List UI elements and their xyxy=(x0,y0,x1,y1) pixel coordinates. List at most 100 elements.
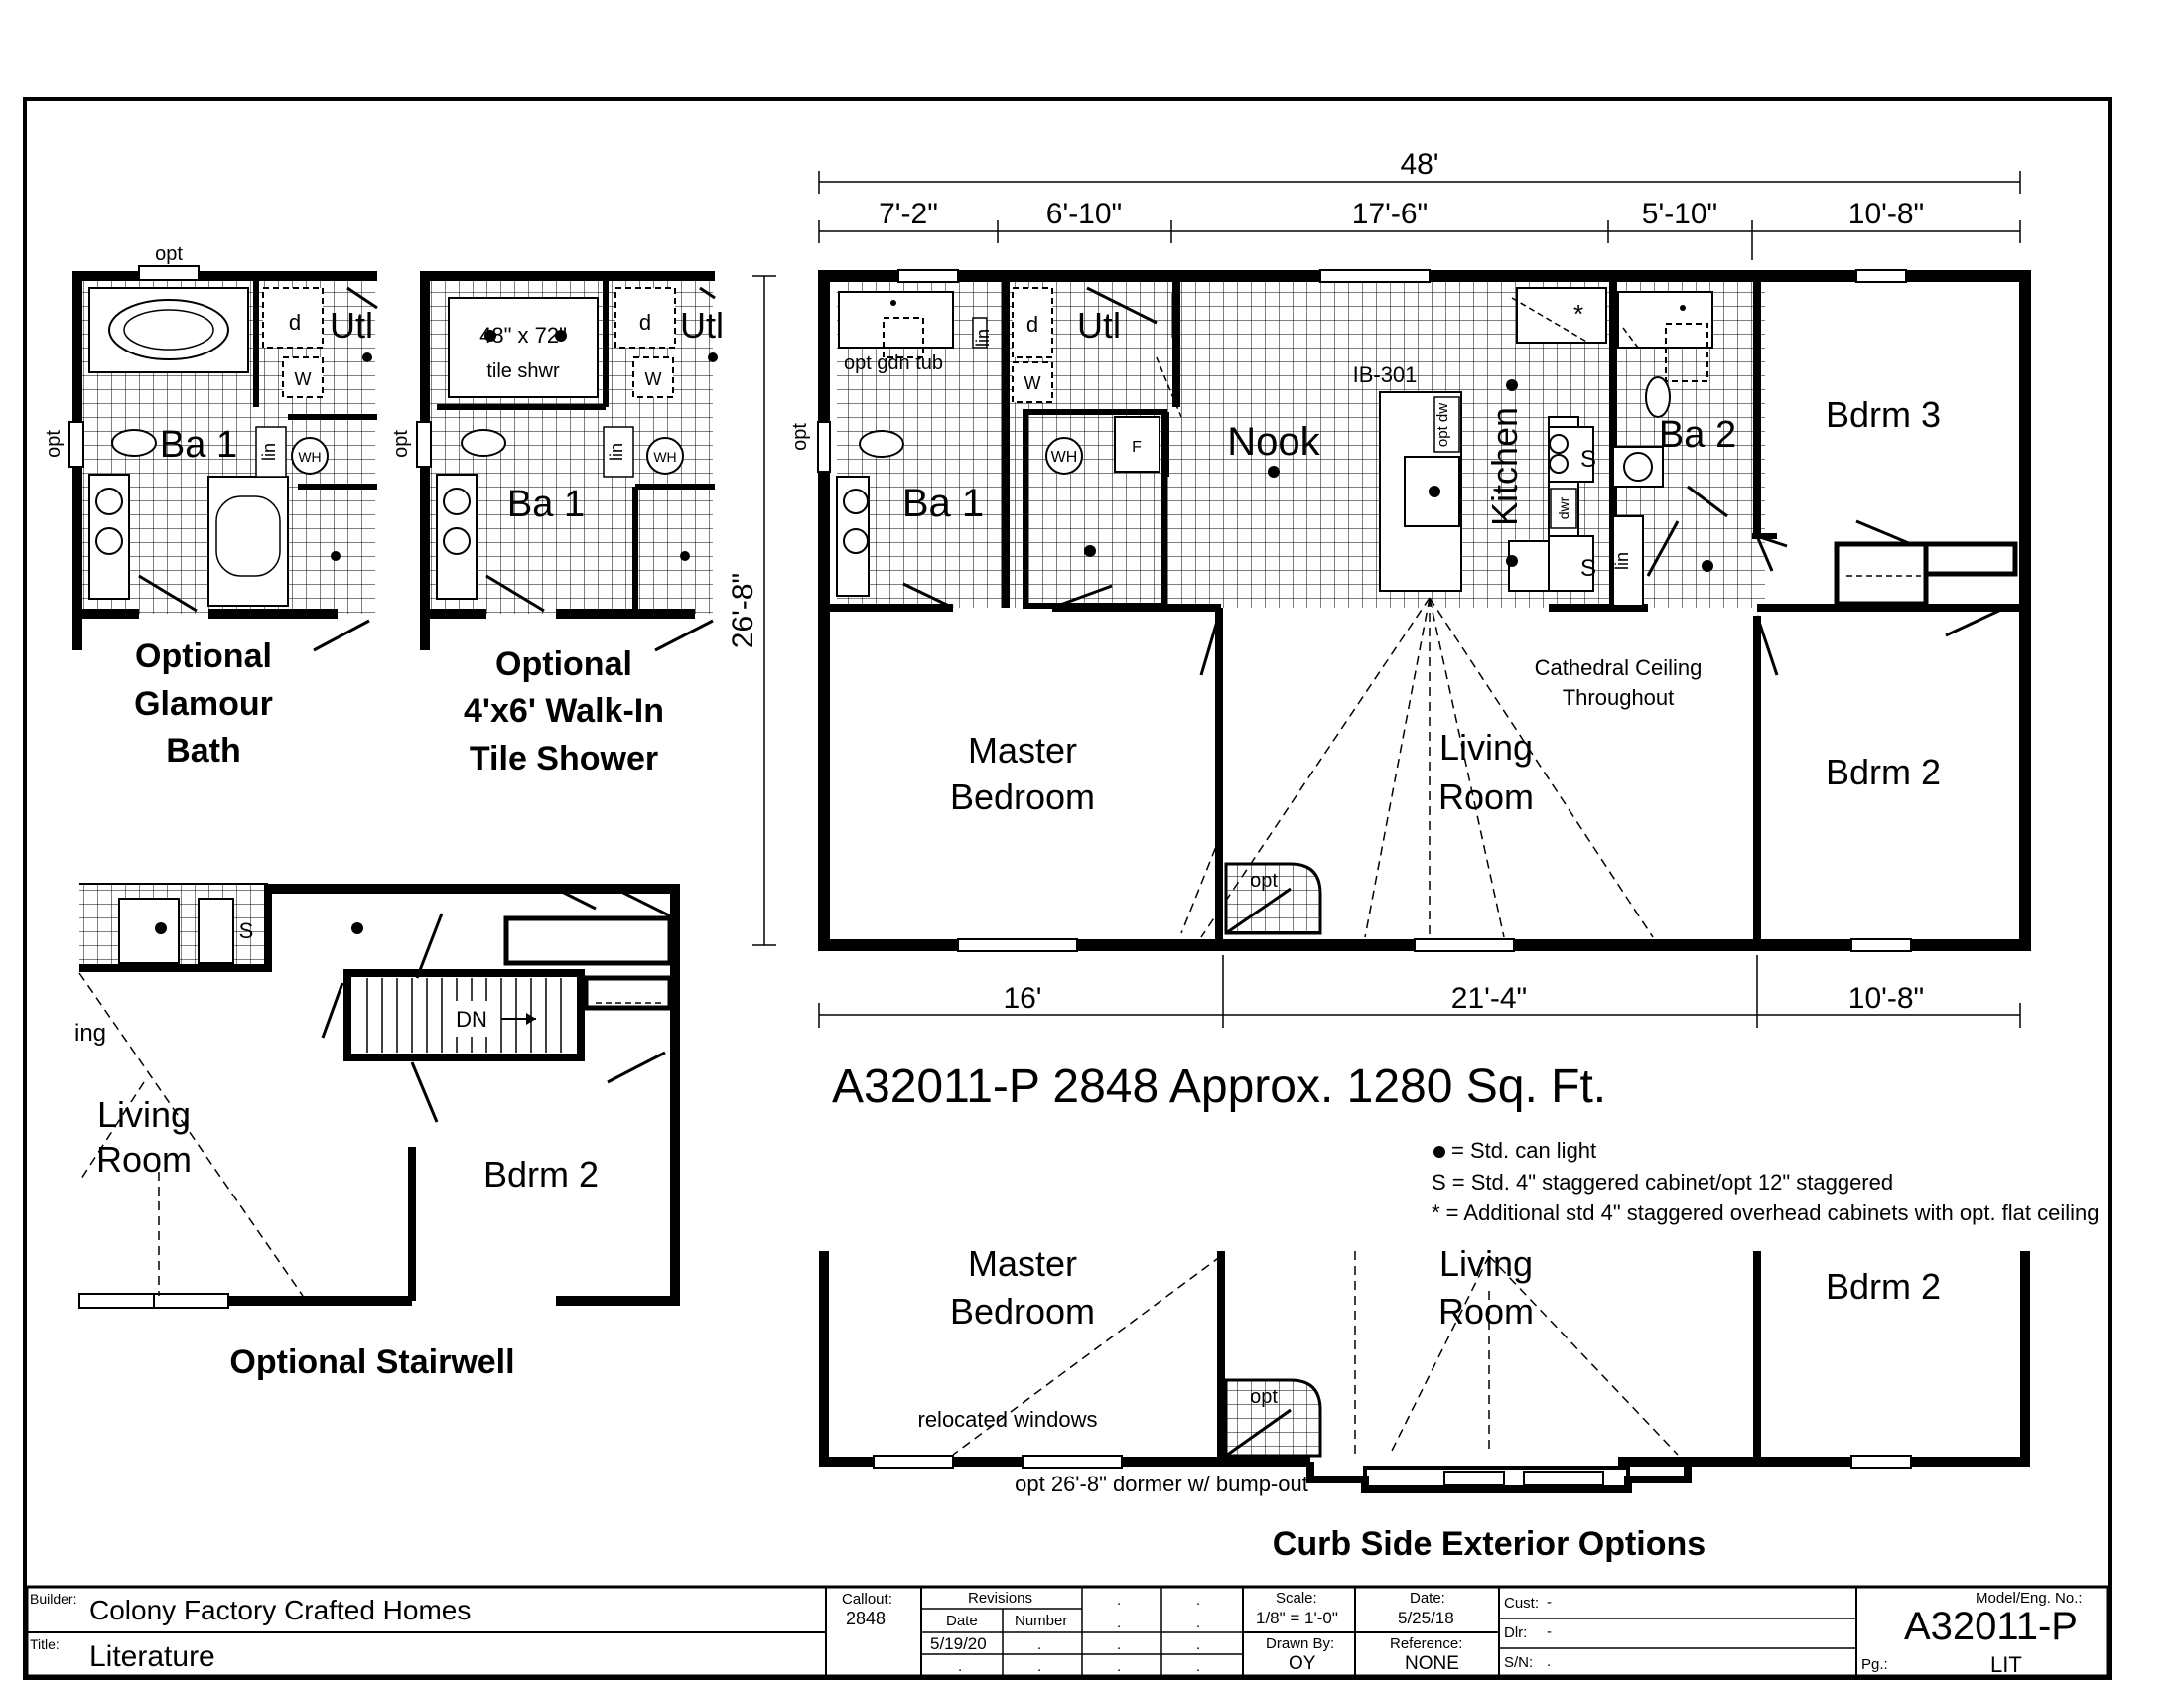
dim-seg-5: 10'-8" xyxy=(1848,198,1924,230)
label-lin: lin xyxy=(973,329,993,347)
label-opt-closet: opt xyxy=(1250,870,1278,892)
stair-bdrm2: Bdrm 2 xyxy=(483,1154,599,1195)
glamour-caption-3: Bath xyxy=(166,732,241,770)
walkin-caption-3: Tile Shower xyxy=(470,740,658,777)
glamour-opt-side: opt xyxy=(43,430,65,458)
reference-value: NONE xyxy=(1405,1653,1459,1674)
label-kitchen: Kitchen xyxy=(1484,407,1525,526)
date-label: Date: xyxy=(1410,1590,1445,1607)
rev-dot-6: . xyxy=(1117,1636,1122,1653)
label-s-kitchen-2: S xyxy=(1580,555,1596,582)
scale-label: Scale: xyxy=(1276,1590,1317,1607)
dim-overall: 48' xyxy=(1400,148,1438,181)
legend-can-light xyxy=(1433,1146,1445,1158)
walkin-tile-1: 48" x 72" xyxy=(479,323,567,348)
callout-label: Callout: xyxy=(842,1591,892,1608)
dlr-value: - xyxy=(1547,1623,1552,1640)
legend-line-3: * = Additional std 4" staggered overhead… xyxy=(1432,1200,2100,1225)
callout-value: 2848 xyxy=(846,1609,887,1628)
label-opt-gdn-tub: opt gdn tub xyxy=(844,352,943,374)
title-label: Title: xyxy=(30,1636,60,1652)
dim-seg-3: 17'-6" xyxy=(1352,198,1428,230)
reference-label: Reference: xyxy=(1390,1635,1463,1652)
dimension-lines: 48' 7'-2" 6'-10" 17'-6" 5'-10" 10'-8" 16… xyxy=(727,148,2021,1028)
glamour-d: d xyxy=(289,310,301,335)
walkin-opt-side: opt xyxy=(390,430,412,458)
label-master-2: Bedroom xyxy=(950,776,1095,817)
can-light xyxy=(1084,545,1096,557)
dim-seg-2: 6'-10" xyxy=(1046,198,1122,230)
rev-date-header: Date xyxy=(946,1613,978,1629)
model-label: Model/Eng. No.: xyxy=(1976,1590,2083,1607)
date-value: 5/25/18 xyxy=(1398,1609,1454,1627)
can-light xyxy=(1506,379,1518,391)
stair-living-1: Living xyxy=(97,1094,191,1135)
sn-value: . xyxy=(1547,1653,1552,1670)
model-value: A32011-P xyxy=(1904,1605,2078,1648)
walkin-caption-1: Optional xyxy=(495,645,632,683)
rev-dot-10: . xyxy=(1117,1658,1122,1675)
title-block-grid xyxy=(25,1585,2110,1678)
rev-dot-11: . xyxy=(1196,1658,1201,1675)
scale-value: 1/8" = 1'-0" xyxy=(1256,1609,1338,1627)
dim-seg-1: 7'-2" xyxy=(879,198,938,230)
label-bdrm2: Bdrm 2 xyxy=(1826,752,1941,792)
curb-opt: opt xyxy=(1250,1386,1278,1408)
glamour-caption-1: Optional xyxy=(135,637,272,675)
dim-side: 26'-8" xyxy=(727,573,759,648)
optional-glamour-bath-plan: opt opt d Utl W Ba 1 lin WH Optional Gla… xyxy=(43,243,378,770)
label-master-1: Master xyxy=(968,730,1077,771)
label-opt-dw: opt dw xyxy=(1434,403,1451,447)
pg-label: Pg.: xyxy=(1861,1656,1888,1673)
sheet-border xyxy=(23,97,2112,1680)
label-nook: Nook xyxy=(1227,420,1320,464)
label-f: F xyxy=(1132,439,1142,456)
curb-dormer: opt 26'-8" dormer w/ bump-out xyxy=(1015,1472,1308,1496)
glamour-opt-top: opt xyxy=(155,243,183,265)
rev-dot-5: . xyxy=(1037,1636,1042,1653)
can-light xyxy=(1702,560,1713,572)
curb-relocated: relocated windows xyxy=(918,1407,1098,1432)
stair-s: S xyxy=(239,918,254,943)
label-dwr: dwr xyxy=(1556,496,1571,519)
dim-seg-4: 5'-10" xyxy=(1642,198,1717,230)
rev-dot-9: . xyxy=(1037,1658,1042,1675)
can-light xyxy=(1268,466,1280,478)
label-ceiling-1: Cathedral Ceiling xyxy=(1535,655,1703,680)
drawn-value: OY xyxy=(1289,1653,1316,1674)
builder-value: Colony Factory Crafted Homes xyxy=(89,1595,472,1625)
label-ceiling-2: Throughout xyxy=(1563,685,1675,710)
rev-dot-7: . xyxy=(1196,1636,1201,1653)
walkin-tile-2: tile shwr xyxy=(486,360,560,382)
optional-stairwell-plan: S DN ing Living Room Bdrm 2 Optional Sta… xyxy=(74,883,680,1381)
optional-walkin-shower-plan: 48" x 72" tile shwr opt d Utl W Ba 1 lin… xyxy=(390,271,724,777)
pg-value: LIT xyxy=(1990,1652,2022,1677)
label-island: IB-301 xyxy=(1353,362,1418,387)
label-utl: Utl xyxy=(1077,305,1121,346)
walkin-w: W xyxy=(645,369,662,389)
label-bdrm3: Bdrm 3 xyxy=(1826,394,1941,435)
glamour-wh: WH xyxy=(298,449,321,465)
rev-dot-1: . xyxy=(1117,1592,1122,1609)
label-ba2: Ba 2 xyxy=(1659,414,1736,456)
curb-living-2: Room xyxy=(1438,1291,1534,1332)
drawn-label: Drawn By: xyxy=(1266,1635,1335,1652)
label-w: W xyxy=(1024,373,1041,393)
rev-date-value: 5/19/20 xyxy=(930,1634,987,1653)
rev-dot-2: . xyxy=(1196,1592,1201,1609)
stair-living-2: Room xyxy=(96,1139,192,1180)
label-ba1: Ba 1 xyxy=(902,482,984,525)
dlr-label: Dlr: xyxy=(1504,1624,1528,1641)
label-star: * xyxy=(1573,299,1583,329)
walkin-wh: WH xyxy=(653,449,676,465)
walkin-lin: lin xyxy=(607,443,626,461)
label-living-2: Room xyxy=(1438,776,1534,817)
curb-caption: Curb Side Exterior Options xyxy=(1273,1525,1706,1563)
glamour-w: W xyxy=(295,369,312,389)
walkin-ba1: Ba 1 xyxy=(507,484,585,525)
can-light xyxy=(1680,305,1686,311)
curb-master-2: Bedroom xyxy=(950,1291,1095,1332)
stair-ing: ing xyxy=(74,1020,106,1047)
curb-living-1: Living xyxy=(1439,1243,1533,1284)
